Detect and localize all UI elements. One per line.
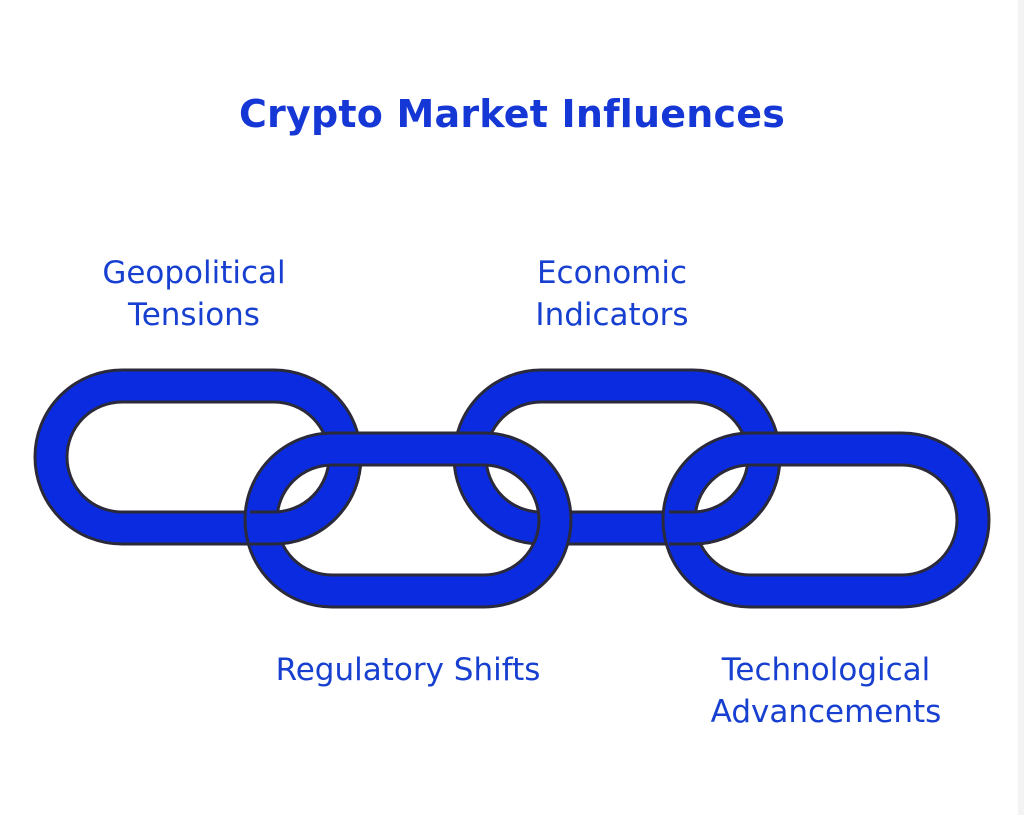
label-economic-indicators: Economic Indicators [535, 252, 688, 336]
label-technological-advancements: Technological Advancements [711, 649, 942, 733]
chain-links-base [33, 368, 991, 609]
interlock-overlay-economic [669, 476, 779, 546]
label-line: Geopolitical [102, 255, 286, 291]
label-line: Tensions [128, 297, 260, 333]
label-regulatory-shifts: Regulatory Shifts [276, 649, 541, 691]
page-edge-strip [1018, 0, 1024, 815]
chain-link-regulatory [243, 431, 573, 609]
label-line: Regulatory Shifts [275, 652, 541, 688]
label-line: Technological [721, 652, 931, 688]
label-line: Indicators [535, 297, 689, 333]
label-line: Economic [536, 255, 688, 291]
label-line: Advancements [710, 694, 942, 730]
label-geopolitical-tensions: Geopolitical Tensions [102, 252, 285, 336]
chain-link-technological [661, 431, 991, 609]
diagram-title: Crypto Market Influences [238, 92, 786, 136]
chain-interlocks [250, 476, 779, 546]
interlock-overlay-geopolitical [250, 476, 360, 546]
